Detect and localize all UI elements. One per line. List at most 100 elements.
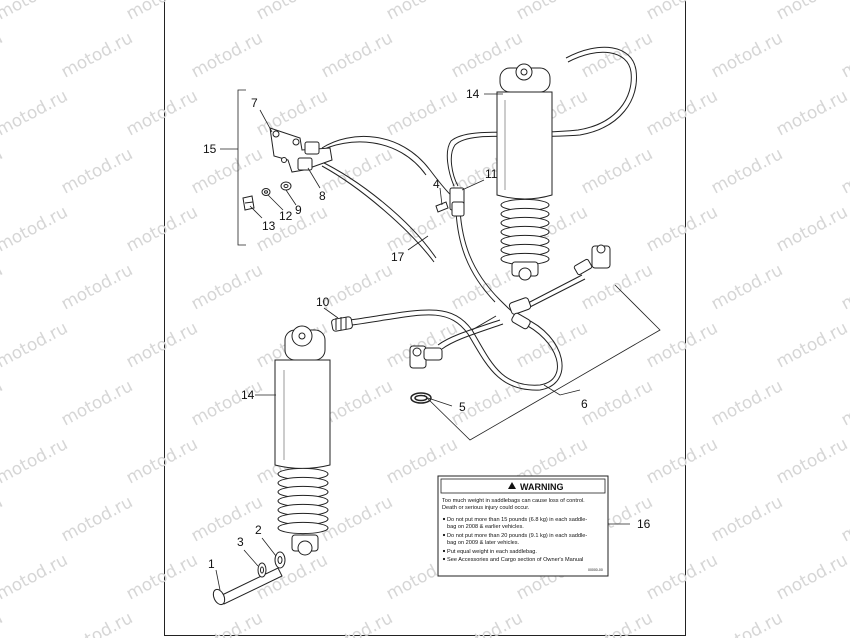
watermark-text: motod.ru [318,608,396,638]
watermark-text: motod.ru [0,28,6,82]
warning-code: 00000-00 [588,568,603,572]
watermark-text: motod.ru [188,28,266,82]
watermark-text: motod.ru [0,0,71,24]
watermark-text: motod.ru [773,318,850,372]
callout-15: 15 [203,142,217,156]
watermark-text: motod.ru [773,202,850,256]
watermark-text: motod.ru [188,260,266,314]
callout-2: 2 [255,523,262,537]
watermark-text: motod.ru [123,86,201,140]
leader-lines [215,89,661,591]
watermark-text: motod.ru [0,260,6,314]
watermark-text: motod.ru [643,0,721,24]
watermark-text: motod.ru [0,318,71,372]
warning-line: See Accessories and Cargo section of Own… [447,557,583,563]
callout-3: 3 [237,535,244,549]
callout-7: 7 [251,96,258,110]
watermark-text: motod.ru [448,608,526,638]
watermark-text: motod.ru [708,376,786,430]
watermark-text: motod.ru [708,28,786,82]
warning-heading: WARNING [520,482,564,492]
watermark-text: motod.ru [58,28,136,82]
mounting-bracket [269,127,333,173]
watermark-text: motod.ru [643,202,721,256]
watermark-text: motod.ru [318,260,396,314]
watermark-text: motod.ru [383,202,461,256]
callout-5: 5 [459,400,466,414]
watermark-text: motod.ru [123,318,201,372]
callout-10: 10 [316,295,330,309]
watermark-text: motod.ru [838,376,850,430]
warning-line: bag on 2009 & later vehicles. [447,540,520,546]
watermark-text: motod.ru [773,0,850,24]
watermark-text: motod.ru [0,492,6,546]
warning-line: Do not put more than 15 pounds (6.8 kg) … [447,517,587,523]
watermark-text: motod.ru [708,608,786,638]
watermark-text: motod.ru [253,86,331,140]
watermark-text: motod.ru [58,608,136,638]
small-hardware [242,181,292,211]
watermark-text: motod.ru [188,376,266,430]
warning-line: Death or serious injury could occur. [442,505,530,511]
callout-13: 13 [262,219,276,233]
watermark-text: motod.ru [708,260,786,314]
watermark-text: motod.ru [643,318,721,372]
warning-line: bag on 2008 & earlier vehicles. [447,524,524,530]
watermark-text: motod.ru [0,86,71,140]
watermark-text: motod.ru [123,434,201,488]
watermark-text: motod.ru [58,376,136,430]
warning-line: Too much weight in saddlebags can cause … [442,498,585,504]
watermark-text: motod.ru [318,492,396,546]
bellows-coil [277,521,329,535]
watermark-text: motod.ru [643,86,721,140]
callout-12: 12 [279,209,293,223]
callout-1: 1 [208,557,215,571]
watermark-text: motod.ru [643,550,721,604]
warning-line: Do not put more than 20 pounds (9.1 kg) … [447,533,587,539]
callout-14-top: 14 [466,87,480,101]
callout-4: 4 [433,177,440,191]
air-valve-fitting [435,187,465,217]
callout-8: 8 [319,189,326,203]
watermark-text: motod.ru [838,144,850,198]
callout-9: 9 [295,203,302,217]
watermark-text: motod.ru [58,260,136,314]
watermark-text: motod.ru [773,434,850,488]
mounting-bolt [212,551,286,606]
watermark-text: motod.ru [838,492,850,546]
watermark-text: motod.ru [188,144,266,198]
watermark-text: motod.ru [58,492,136,546]
watermark-text: motod.ru [773,550,850,604]
warning-line: Put equal weight in each saddlebag. [447,549,537,555]
watermark-text: motod.ru [643,434,721,488]
callout-16: 16 [637,517,651,531]
watermark-text: motod.ru [0,376,6,430]
warning-label: WARNING Too much weight in saddlebags ca… [437,475,609,577]
watermark-text: motod.ru [58,144,136,198]
callout-14-bottom: 14 [241,388,255,402]
watermark-text: motod.ru [708,492,786,546]
hose-fitting [331,316,353,332]
callout-6: 6 [581,397,588,411]
callout-11: 11 [485,167,498,181]
watermark-text: motod.ru [0,202,71,256]
watermark-text: motod.ru [188,608,266,638]
watermark-text: motod.ru [123,550,201,604]
watermark-text: motod.ru [578,28,656,82]
watermark-text: motod.ru [383,86,461,140]
watermark-text: motod.ru [0,608,6,638]
watermark-text: motod.ru [578,144,656,198]
watermark-text: motod.ru [383,0,461,24]
watermark-text: motod.ru [0,550,71,604]
watermark-text: motod.ru [838,608,850,638]
watermark-text: motod.ru [578,376,656,430]
watermark-text: motod.ru [0,434,71,488]
watermark-text: motod.ru [253,0,331,24]
watermark-text: motod.ru [0,144,6,198]
watermark-text: motod.ru [123,202,201,256]
watermark-text: motod.ru [708,144,786,198]
shock-absorber-bottom [274,325,331,556]
callout-17: 17 [391,250,405,264]
